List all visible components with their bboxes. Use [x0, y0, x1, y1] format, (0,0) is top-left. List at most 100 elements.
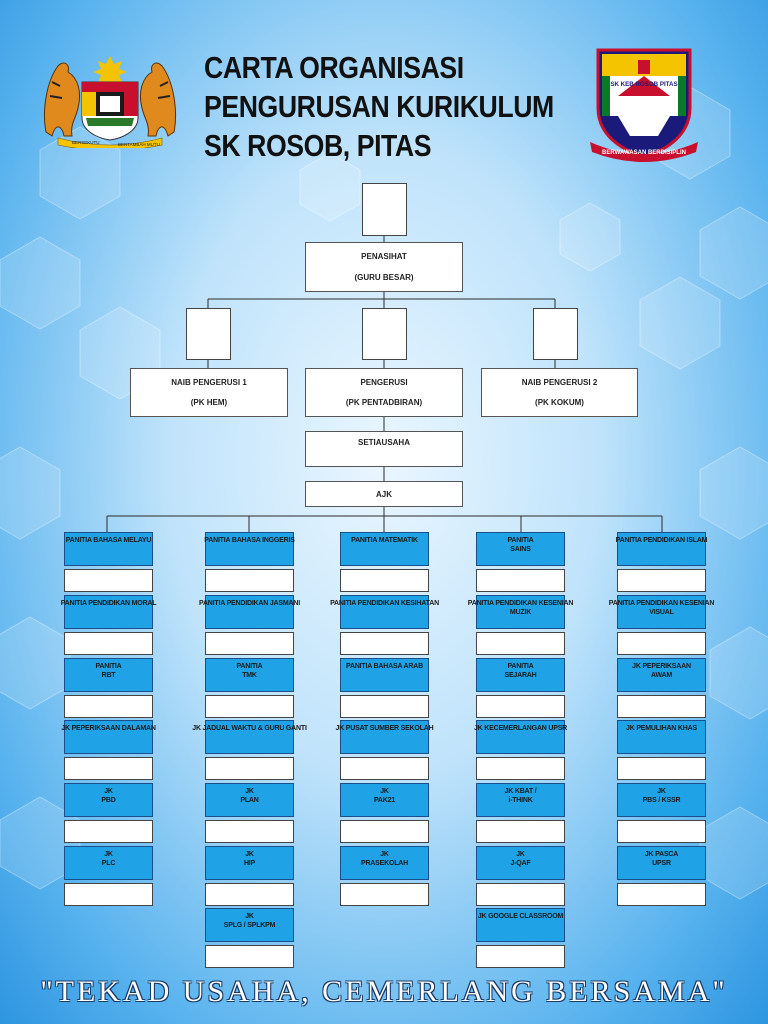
committee-box-3-1: [476, 595, 565, 629]
committee-member-slot-3-6: [476, 945, 565, 968]
committee-box-3-2: [476, 658, 565, 692]
committee-box-2-2: [340, 658, 429, 692]
committee-box-1-0: [205, 532, 294, 566]
committee-box-2-5: [340, 846, 429, 880]
committee-member-slot-3-0: [476, 569, 565, 592]
committee-label-2-2: PANITIA BAHASA ARAB: [346, 663, 423, 670]
penasihat-photo-placeholder: [362, 183, 407, 236]
committee-member-slot-2-3: [340, 757, 429, 780]
committee-member-slot-0-0: [64, 569, 153, 592]
coat-of-arms-motto-right: BERTAMBAH MUTU: [118, 142, 160, 147]
committee-label-3-3: JK KECEMERLANGAN UPSR: [473, 725, 568, 732]
committee-label-2-5: JK PRASEKOLAH: [360, 851, 408, 867]
committee-member-slot-4-1: [617, 632, 706, 655]
committee-member-slot-3-4: [476, 820, 565, 843]
committee-member-slot-3-5: [476, 883, 565, 906]
committee-member-slot-4-5: [617, 883, 706, 906]
committee-label-3-0: PANITIA SAINS: [507, 537, 534, 553]
committee-box-1-2: [205, 658, 294, 692]
committee-label-1-4: JK PLAN: [240, 788, 259, 804]
committee-member-slot-2-1: [340, 632, 429, 655]
committee-box-1-1: [205, 595, 294, 629]
committee-box-4-5: [617, 846, 706, 880]
committee-member-slot-3-1: [476, 632, 565, 655]
committee-member-slot-0-2: [64, 695, 153, 718]
committee-label-4-5: JK PASCA UPSR: [644, 851, 679, 867]
committee-member-slot-1-5: [205, 883, 294, 906]
committee-box-0-1: [64, 595, 153, 629]
committee-member-slot-4-0: [617, 569, 706, 592]
page-title: CARTA ORGANISASI PENGURUSAN KURIKULUM SK…: [204, 48, 554, 165]
committee-box-4-4: [617, 783, 706, 817]
committee-label-0-1: PANITIA PENDIDIKAN MORAL: [60, 600, 157, 607]
committee-member-slot-3-2: [476, 695, 565, 718]
ajk-title: AJK: [375, 490, 392, 499]
committee-label-3-1: PANITIA PENDIDIKAN KESENIAN MUZIK: [467, 600, 574, 616]
committee-label-2-0: PANITIA MATEMATIK: [351, 537, 418, 544]
pengerusi-box: PENGERUSI (PK PENTADBIRAN): [305, 368, 463, 417]
committee-label-2-4: JK PAK21: [373, 788, 396, 804]
committee-box-0-3: [64, 720, 153, 754]
committee-member-slot-2-2: [340, 695, 429, 718]
committee-member-slot-0-3: [64, 757, 153, 780]
committee-box-3-6: [476, 908, 565, 942]
naib2-title: NAIB PENGERUSI 2: [521, 378, 598, 387]
committee-box-1-4: [205, 783, 294, 817]
committee-label-4-3: JK PEMULIHAN KHAS: [626, 725, 697, 732]
committee-label-1-6: JK SPLG / SPLKPM: [223, 913, 276, 929]
committee-label-0-3: JK PEPERIKSAAN DALAMAN: [61, 725, 156, 732]
coat-of-arms-motto-left: BERSEKUTU: [72, 140, 100, 145]
committee-label-4-1: PANITIA PENDIDIKAN KESENIAN VISUAL: [608, 600, 715, 616]
motto-banner: "TEKAD USAHA, CEMERLANG BERSAMA": [40, 975, 728, 1008]
pengerusi-photo-placeholder: [362, 308, 407, 360]
committee-member-slot-0-5: [64, 883, 153, 906]
committee-member-slot-1-4: [205, 820, 294, 843]
committee-box-2-1: [340, 595, 429, 629]
committee-label-3-5: JK J-QAF: [510, 851, 531, 867]
crest-top-text: SK KEB ROSOB PITAS: [610, 81, 677, 88]
committee-box-1-6: [205, 908, 294, 942]
committee-box-2-0: [340, 532, 429, 566]
committee-label-1-0: PANITIA BAHASA INGGERIS: [204, 537, 295, 544]
committee-box-4-0: [617, 532, 706, 566]
committee-box-3-5: [476, 846, 565, 880]
committee-member-slot-3-3: [476, 757, 565, 780]
title-line-3: SK ROSOB, PITAS: [204, 128, 432, 163]
penasihat-title: PENASIHAT: [361, 252, 407, 261]
ajk-box: AJK: [305, 481, 463, 507]
committee-label-2-1: PANITIA PENDIDIKAN KESIHATAN: [330, 600, 439, 607]
committee-member-slot-2-0: [340, 569, 429, 592]
pengerusi-subtitle: (PK PENTADBIRAN): [345, 398, 423, 407]
committee-member-slot-1-6: [205, 945, 294, 968]
committee-label-4-4: JK PBS / KSSR: [642, 788, 681, 804]
committee-label-0-2: PANITIA RBT: [95, 663, 122, 679]
naib1-box: NAIB PENGERUSI 1 (PK HEM): [130, 368, 288, 417]
committee-member-slot-4-2: [617, 695, 706, 718]
committee-member-slot-1-3: [205, 757, 294, 780]
committee-box-4-3: [617, 720, 706, 754]
naib2-photo-placeholder: [533, 308, 578, 360]
malaysia-coat-of-arms-icon: BERSEKUTU BERTAMBAH MUTU: [44, 56, 176, 148]
setiausaha-box: SETIAUSAHA: [305, 431, 463, 467]
committee-label-1-1: PANITIA PENDIDIKAN JASMANI: [199, 600, 300, 607]
committee-box-2-3: [340, 720, 429, 754]
committee-box-1-3: [205, 720, 294, 754]
committee-member-slot-4-3: [617, 757, 706, 780]
committee-box-0-0: [64, 532, 153, 566]
committee-box-3-4: [476, 783, 565, 817]
committee-member-slot-2-5: [340, 883, 429, 906]
setiausaha-title: SETIAUSAHA: [357, 438, 410, 447]
committee-box-1-5: [205, 846, 294, 880]
committee-member-slot-0-1: [64, 632, 153, 655]
naib1-subtitle: (PK HEM): [190, 398, 228, 407]
naib2-box: NAIB PENGERUSI 2 (PK KOKUM): [481, 368, 638, 417]
committee-label-3-2: PANITIA SEJARAH: [504, 663, 537, 679]
naib1-photo-placeholder: [186, 308, 231, 360]
committee-box-0-5: [64, 846, 153, 880]
committee-label-1-2: PANITIA TMK: [236, 663, 263, 679]
committee-box-3-3: [476, 720, 565, 754]
committee-member-slot-2-4: [340, 820, 429, 843]
committee-box-3-0: [476, 532, 565, 566]
committee-member-slot-4-4: [617, 820, 706, 843]
